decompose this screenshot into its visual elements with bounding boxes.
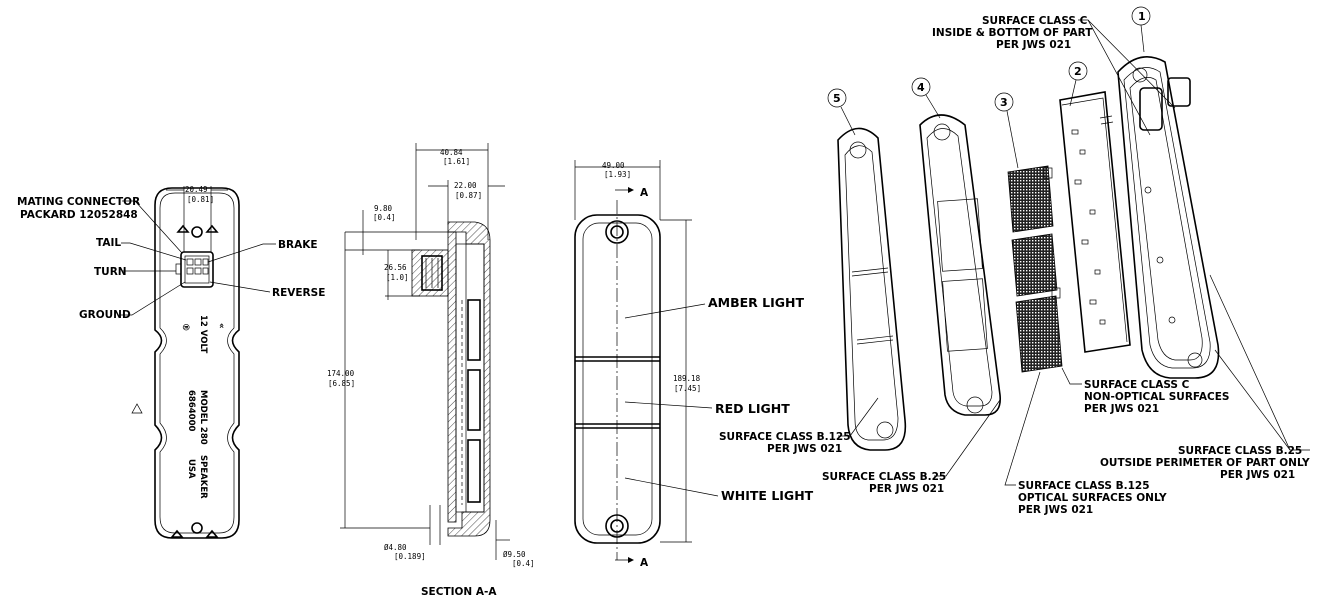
balloon-2: 2 bbox=[1074, 65, 1082, 78]
section-dim-22: 22.00 bbox=[454, 181, 477, 190]
note-b125-optical-1: SURFACE CLASS B.125 bbox=[1018, 480, 1150, 492]
mold-line-4: SPEAKER bbox=[198, 455, 208, 499]
section-dim-480-in: [0.189] bbox=[394, 552, 426, 561]
back-width-dim: 20.49 bbox=[185, 185, 208, 194]
note-class-c-top-3: PER JWS 021 bbox=[996, 39, 1071, 51]
section-dim-174: 174.00 bbox=[327, 369, 355, 378]
note-b125-optical-3: PER JWS 021 bbox=[1018, 504, 1093, 516]
note-b25-lens-2: PER JWS 021 bbox=[869, 483, 944, 495]
section-view: 40.84 [1.61] 22.00 [0.87] 9.80 [0.4] 26.… bbox=[327, 143, 535, 598]
section-label: SECTION A-A bbox=[421, 586, 497, 598]
part-4-lens bbox=[919, 114, 1002, 416]
note-class-c-mid-3: PER JWS 021 bbox=[1084, 403, 1159, 415]
front-lens-outline bbox=[574, 214, 661, 544]
section-dim-2656: 26.56 bbox=[384, 263, 407, 272]
brake-label: BRAKE bbox=[278, 239, 318, 251]
note-b25-right-1: SURFACE CLASS B.25 bbox=[1178, 445, 1302, 457]
section-dim-980-in: [0.4] bbox=[373, 213, 396, 222]
section-dim-950: Ø9.50 bbox=[503, 550, 526, 559]
front-dim-width: 49.00 bbox=[602, 161, 625, 170]
warning-triangle-icon bbox=[131, 403, 143, 414]
note-b25-right-2: OUTSIDE PERIMETER OF PART ONLY bbox=[1100, 457, 1310, 469]
note-b25-right-3: PER JWS 021 bbox=[1220, 469, 1295, 481]
note-b125-optical-2: OPTICAL SURFACES ONLY bbox=[1018, 492, 1167, 504]
turn-label: TURN bbox=[94, 266, 127, 278]
note-class-c-top-1: SURFACE CLASS C bbox=[982, 15, 1088, 27]
part-2-pcb bbox=[1059, 91, 1131, 353]
front-view: 49.00 [1.93] A A 189.18 [7.45] AMBER LIG… bbox=[574, 160, 814, 569]
note-class-c-top-2: INSIDE & BOTTOM OF PART bbox=[932, 27, 1093, 39]
mold-mark-1: « bbox=[216, 323, 226, 329]
section-dim-980: 9.80 bbox=[374, 204, 393, 213]
section-dim-top: 40.84 bbox=[440, 148, 463, 157]
note-class-c-mid-2: NON-OPTICAL SURFACES bbox=[1084, 391, 1229, 403]
mold-line-2: MODEL 280 bbox=[198, 390, 208, 445]
section-dim-174-in: [6.85] bbox=[328, 379, 355, 388]
section-dim-22-in: [0.87] bbox=[455, 191, 482, 200]
back-width-dim-in: [0.81] bbox=[187, 195, 214, 204]
mold-line-3: 6864000 bbox=[186, 390, 196, 431]
section-mark-bottom: A bbox=[640, 557, 649, 569]
amber-light-label: AMBER LIGHT bbox=[708, 295, 804, 310]
note-b25-lens-1: SURFACE CLASS B.25 bbox=[822, 471, 946, 483]
white-light-label: WHITE LIGHT bbox=[721, 488, 814, 503]
tail-label: TAIL bbox=[96, 237, 121, 249]
note-class-c-mid-1: SURFACE CLASS C bbox=[1084, 379, 1190, 391]
part-1-housing bbox=[1117, 56, 1220, 379]
back-mount-hole-bottom bbox=[191, 522, 203, 534]
back-mount-hole-top bbox=[191, 226, 203, 238]
part-3-led-board bbox=[1007, 165, 1063, 373]
balloon-1: 1 bbox=[1138, 10, 1146, 23]
red-light-label: RED LIGHT bbox=[715, 401, 790, 416]
mold-line-1: 12 VOLT bbox=[198, 315, 208, 353]
balloon-3: 3 bbox=[1000, 96, 1008, 109]
ground-label: GROUND bbox=[79, 309, 131, 321]
section-mark-top: A bbox=[640, 187, 649, 199]
balloon-4: 4 bbox=[917, 81, 925, 94]
exploded-view: 5 4 3 bbox=[719, 6, 1310, 516]
section-dim-480: Ø4.80 bbox=[384, 543, 407, 552]
front-dim-height-in: [7.45] bbox=[674, 384, 701, 393]
packard-label: PACKARD 12052848 bbox=[20, 209, 138, 221]
reverse-label: REVERSE bbox=[272, 287, 325, 299]
section-dim-950-in: [0.4] bbox=[512, 559, 535, 568]
note-b125-lens-2: PER JWS 021 bbox=[767, 443, 842, 455]
front-dim-width-in: [1.93] bbox=[604, 170, 631, 179]
note-b125-lens-1: SURFACE CLASS B.125 bbox=[719, 431, 851, 443]
mold-line-5: USA bbox=[186, 459, 196, 479]
section-dim-2656-in: [1.0] bbox=[386, 273, 409, 282]
front-dim-height: 189.18 bbox=[673, 374, 701, 383]
part-5-lens bbox=[837, 127, 907, 451]
back-view: 20.49 [0.81] MATING CONNECTOR PACKARD 12… bbox=[17, 185, 325, 539]
back-housing-outline bbox=[154, 187, 240, 539]
section-dim-top-in: [1.61] bbox=[443, 157, 470, 166]
mating-connector-label: MATING CONNECTOR bbox=[17, 196, 140, 208]
mold-mark-2: ® bbox=[180, 323, 190, 332]
balloon-5: 5 bbox=[833, 92, 841, 105]
